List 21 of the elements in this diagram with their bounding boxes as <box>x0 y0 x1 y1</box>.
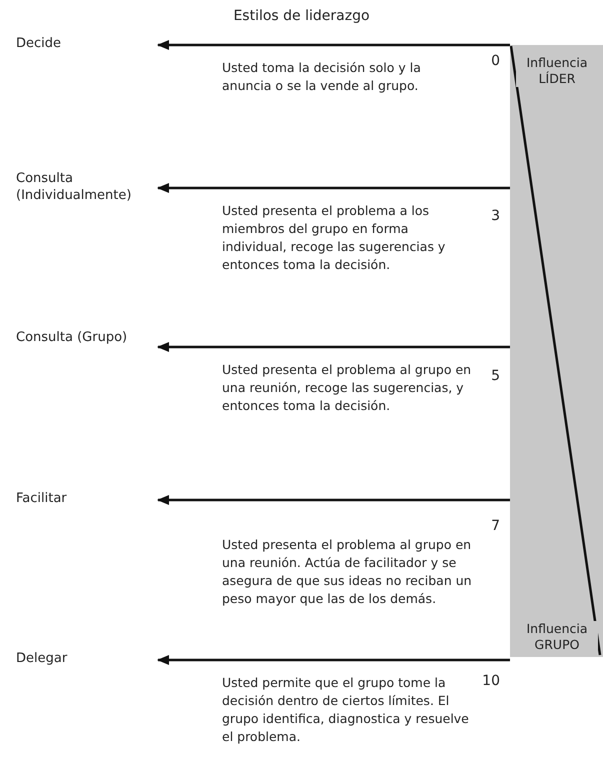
scale-number: 3 <box>491 208 500 224</box>
arrow <box>157 342 510 352</box>
style-name: Delegar <box>16 650 156 667</box>
description-text: Usted presenta el problema al grupo en una reunión, recoge las sugerencias, y entonces toma la decisión. <box>222 361 472 415</box>
description-text: Usted presenta el problema a los miembros del grupo en forma individual, recoge las sugerencias y entonces toma la decisión. <box>222 202 446 274</box>
scale-number: 0 <box>491 53 500 69</box>
style-name: Consulta (Individualmente) <box>16 170 156 204</box>
style-name: Facilitar <box>16 490 156 507</box>
scale-number: 10 <box>482 673 500 689</box>
diagram-title: Estilos de liderazgo <box>232 8 371 24</box>
description-text: Usted toma la decisión solo y la anuncia o se la vende al grupo. <box>222 59 422 95</box>
description-text: Usted presenta el problema al grupo en una reunión. Actúa de facilitador y se asegura de que sus ideas no reciban un peso mayor que las de los demás. <box>222 536 472 608</box>
style-name: Decide <box>16 35 156 52</box>
arrow <box>157 495 510 505</box>
arrow <box>157 183 510 193</box>
arrow <box>157 655 510 665</box>
style-name: Consulta (Grupo) <box>16 329 156 346</box>
arrow <box>157 40 510 50</box>
scale-number: 7 <box>491 518 500 534</box>
description-text: Usted permite que el grupo tome la decisión dentro de ciertos límites. El grupo identifica, diagnostica y resuelve el problema. <box>222 674 470 746</box>
scale-number: 5 <box>491 368 500 384</box>
